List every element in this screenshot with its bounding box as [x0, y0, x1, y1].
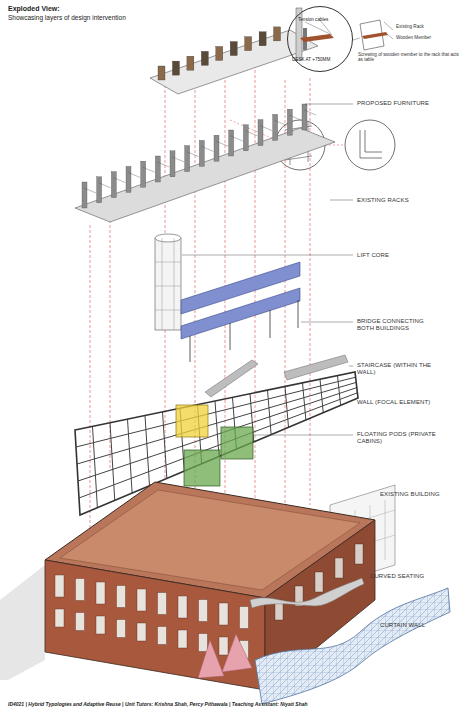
layer-label: CURTAIN WALL [380, 622, 460, 629]
leader-lines [182, 104, 420, 612]
footer-credit: ID4021 | Hybrid Typologies and Adaptive … [8, 702, 308, 708]
curved-seating [250, 578, 364, 608]
projection-lines [90, 55, 310, 560]
detail-note: Wooden Member [396, 35, 472, 40]
layer-label: EXISTING RACKS [357, 197, 437, 204]
title: Exploded View: [8, 5, 60, 13]
desk-detail [300, 20, 393, 50]
layer-label: CURVED SEATING [370, 573, 450, 580]
subtitle: Showcasing layers of design intervention [8, 14, 268, 21]
layer-label: WALL (FOCAL ELEMENT) [357, 399, 437, 406]
seating-cones [198, 634, 252, 678]
proposed-furniture [150, 8, 318, 94]
layer-label: STAIRCASE (WITHIN THE WALL) [357, 362, 437, 376]
lift-core [155, 234, 181, 330]
callout-circle: Tension cablesDESK AT +750MM [287, 6, 353, 72]
existing-racks [75, 104, 335, 222]
callout-text: DESK AT +750MM [292, 57, 330, 62]
layer-label: LIFT CORE [357, 252, 437, 259]
layer-label: EXISTING BUILDING [380, 491, 460, 498]
floating-pods [176, 405, 253, 486]
detail-note: Existing Rack [396, 24, 472, 29]
layer-label: PROPOSED FURNITURE [357, 100, 437, 107]
shadow [0, 565, 45, 680]
callout-text: Tension cables [298, 17, 328, 22]
bridge [181, 262, 300, 362]
layer-label: FLOATING PODS (PRIVATE CABINS) [357, 431, 437, 445]
layer-label: BRIDGE CONNECTING BOTH BUILDINGS [357, 318, 437, 332]
detail-note: Screwing of wooden member to the rack th… [358, 52, 462, 63]
curtain-wall [255, 588, 450, 704]
